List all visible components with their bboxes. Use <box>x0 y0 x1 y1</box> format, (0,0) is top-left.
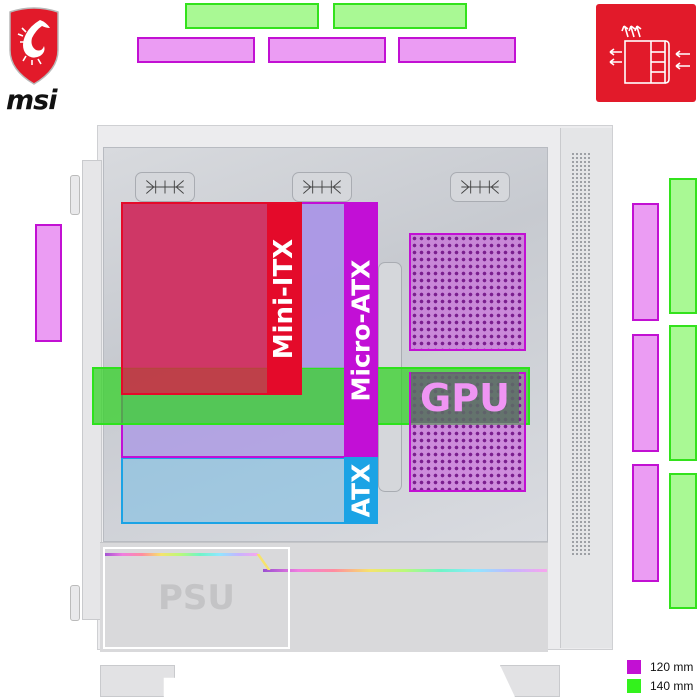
front-fan-slot-140-2 <box>669 325 697 461</box>
legend-swatch-140 <box>627 679 641 693</box>
front-fan-slot-120-1 <box>632 203 659 321</box>
psu-shroud <box>100 542 548 652</box>
psu-label: PSU <box>158 578 236 618</box>
front-vent-holes <box>571 152 591 556</box>
top-fan-slot-120-1 <box>137 37 255 63</box>
front-fan-slot-120-3 <box>632 464 659 582</box>
mini-itx-label: Mini-ITX <box>267 202 302 395</box>
case-foot-front <box>500 665 560 697</box>
legend-swatch-120 <box>627 660 641 674</box>
front-fan-slot-120-2 <box>632 334 659 452</box>
top-fan-slot-140-2 <box>333 3 467 29</box>
airflow-badge <box>596 4 696 102</box>
cable-grommet-1 <box>135 172 195 202</box>
front-fan-slot-140-3 <box>669 473 697 609</box>
legend-item-120: 120 mm <box>627 660 699 674</box>
cable-grommet-2 <box>292 172 352 202</box>
micro-atx-label: Micro-ATX <box>344 202 378 458</box>
rear-hinge-bottom <box>70 585 80 621</box>
psu-zone <box>103 547 290 649</box>
rgb-strip-left <box>103 553 258 556</box>
cable-grommet-3 <box>450 172 510 202</box>
rgb-strip-right <box>263 569 547 572</box>
case-foot-rear <box>100 665 175 697</box>
atx-zone <box>121 457 378 524</box>
top-fan-slot-140-1 <box>185 3 319 29</box>
msi-wordmark: msi <box>6 85 57 116</box>
airflow-icon <box>609 25 690 84</box>
top-fan-slot-120-2 <box>268 37 386 63</box>
front-fan-slot-140-1 <box>669 178 697 314</box>
legend: 120 mm 140 mm <box>627 660 699 693</box>
msi-logo: msi <box>4 4 64 114</box>
gpu-label: GPU <box>411 372 519 423</box>
dragon-shield-icon <box>9 7 59 85</box>
rear-fan-slot-120 <box>35 224 62 342</box>
gpu-mesh-upper <box>409 233 526 351</box>
atx-label: ATX <box>344 457 378 524</box>
rear-hinge <box>70 175 80 215</box>
legend-item-140: 140 mm <box>627 679 699 693</box>
top-fan-slot-120-3 <box>398 37 516 63</box>
